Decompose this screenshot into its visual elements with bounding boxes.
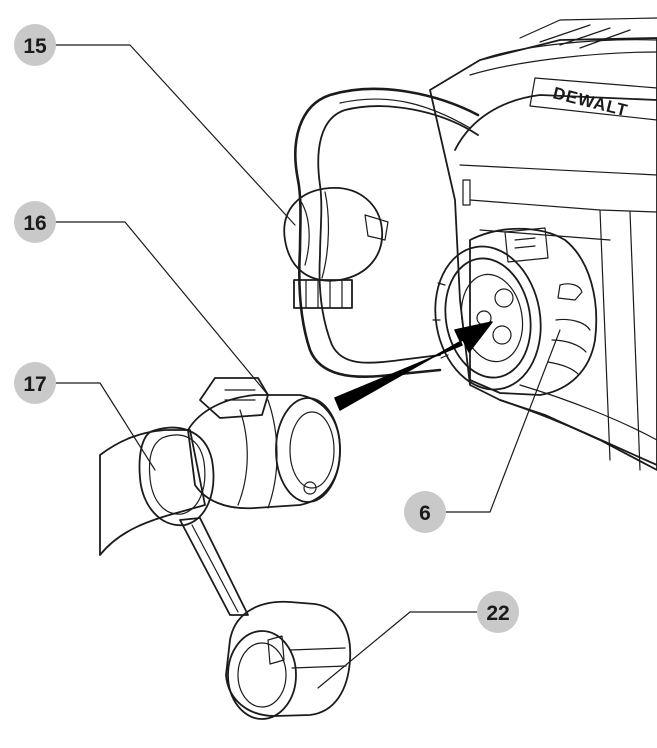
leader-line-6: [444, 329, 561, 513]
cap-tether: [179, 517, 249, 616]
hose: [99, 426, 215, 556]
callout-6: 6: [404, 491, 446, 533]
outlet-coupling: [432, 227, 598, 396]
insertion-arrow: [334, 321, 493, 411]
leader-lines: [54, 44, 561, 689]
leader-line-17: [54, 382, 156, 471]
callout-16: 16: [14, 201, 56, 243]
tool-body: [429, 17, 657, 471]
cable-loop: [293, 87, 480, 379]
callout-22: 22: [477, 591, 519, 633]
leader-line-15: [54, 44, 296, 226]
callout-label-15: 15: [23, 35, 47, 58]
dust-cap: [225, 600, 352, 720]
callout-label-17: 17: [23, 373, 46, 396]
leader-line-22: [317, 611, 479, 689]
cable-clip: [283, 187, 389, 282]
callout-label-22: 22: [486, 602, 509, 625]
leader-line-16: [54, 221, 269, 396]
callout-15: 15: [14, 24, 56, 66]
dewalt-logo: DEWALT: [551, 83, 630, 120]
callout-label-16: 16: [23, 212, 46, 235]
callout-17: 17: [14, 362, 56, 404]
hose-coupling: [187, 377, 341, 510]
callout-label-6: 6: [419, 502, 431, 525]
